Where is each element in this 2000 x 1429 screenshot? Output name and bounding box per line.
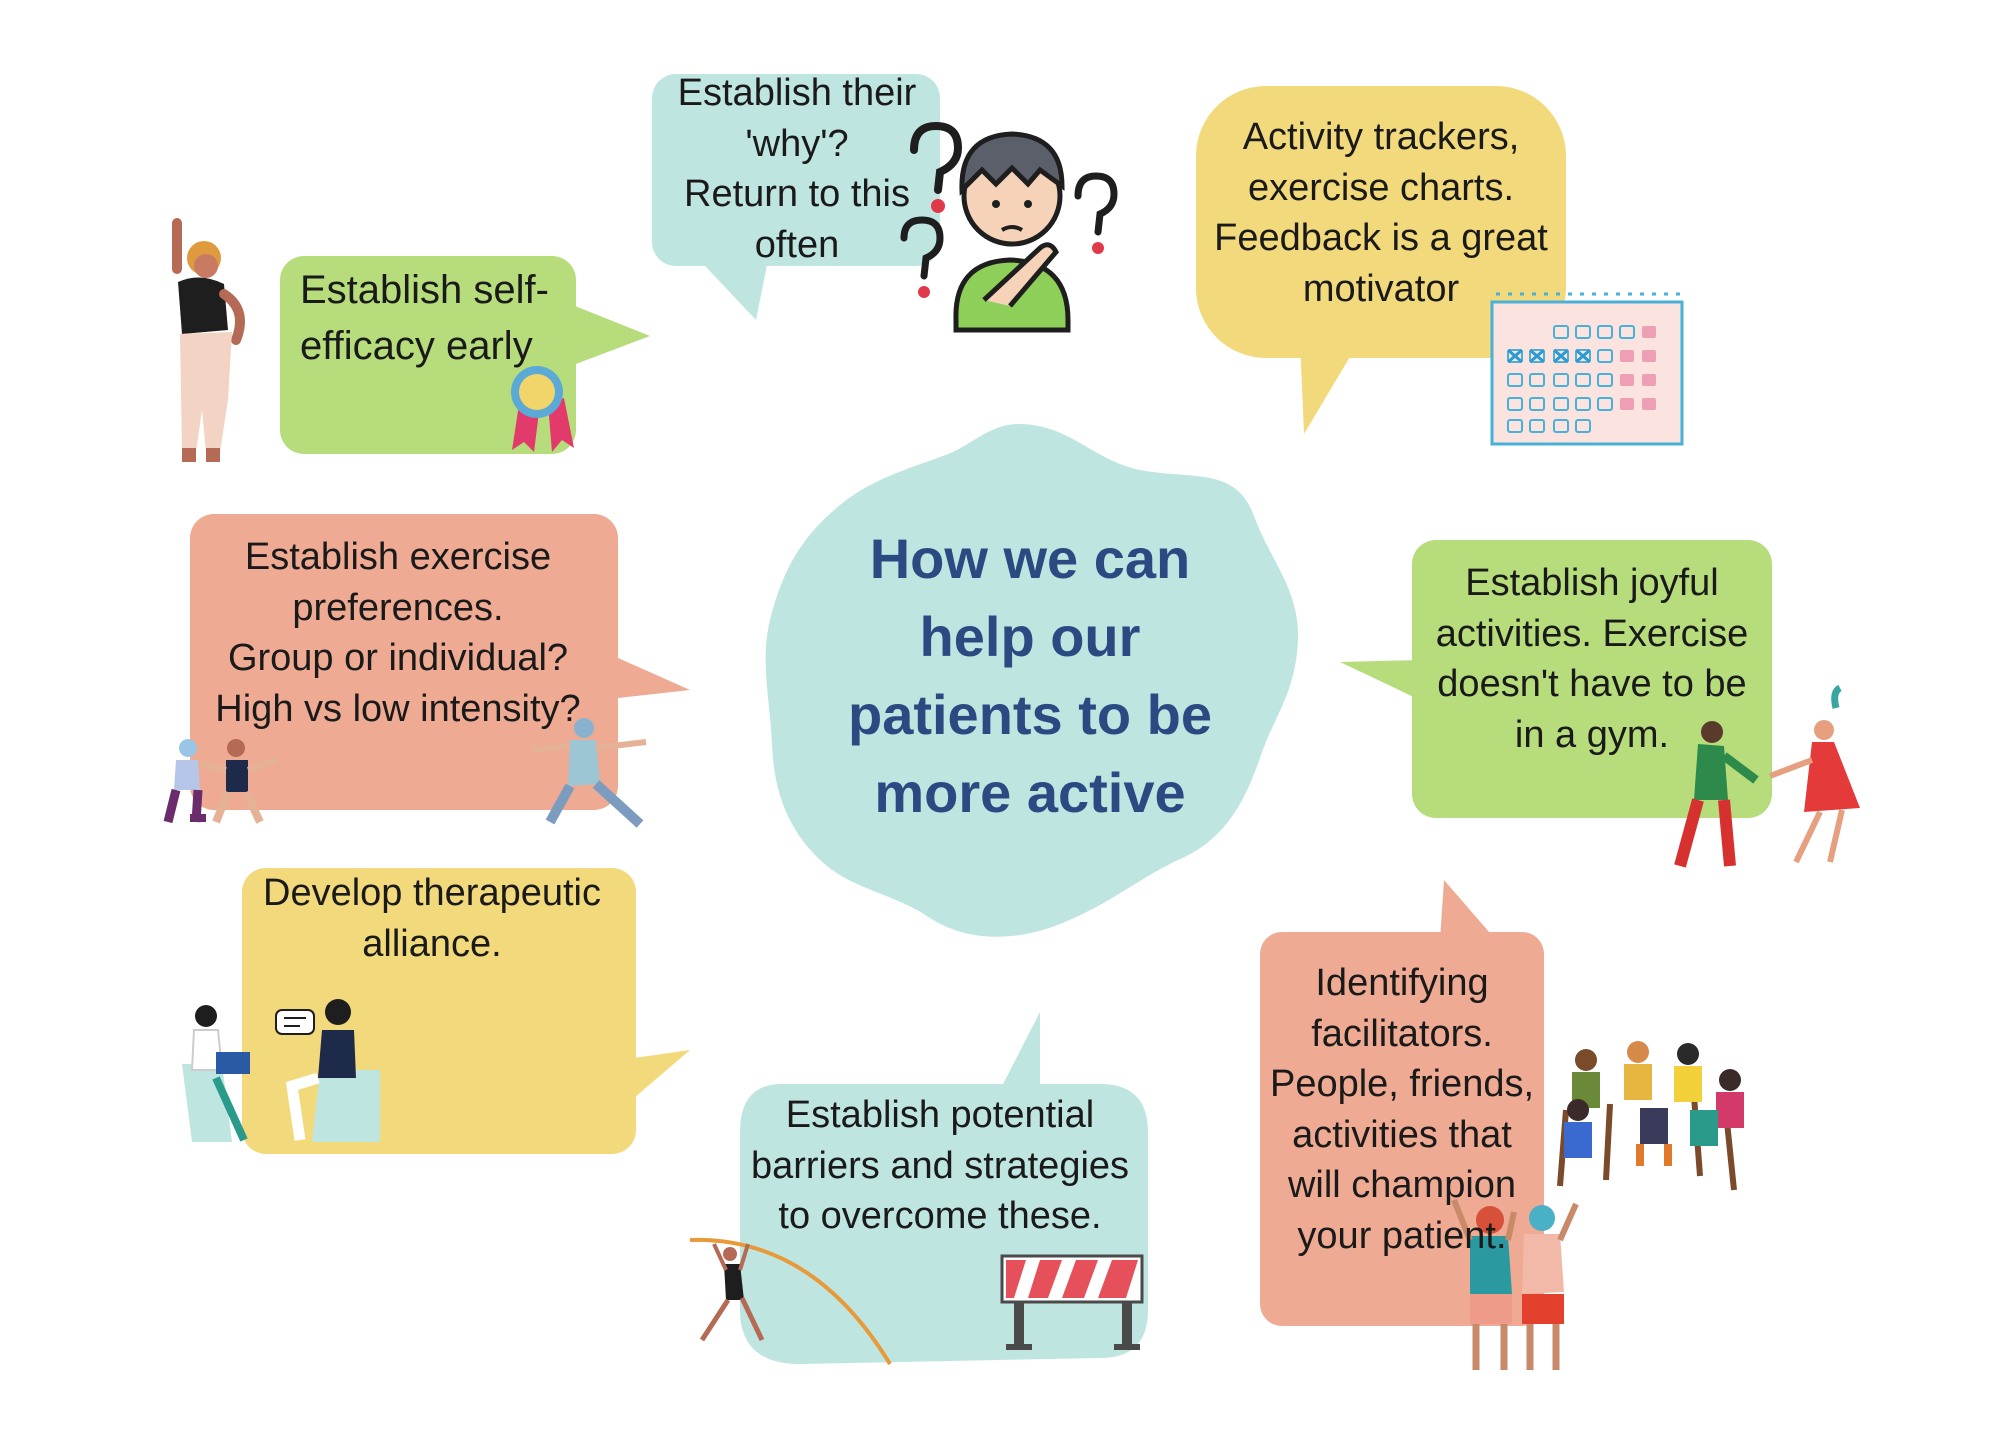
bubble-why <box>652 74 940 320</box>
roadblock-barrier-icon <box>1000 1254 1144 1350</box>
bubble-text-preferences: Establish exercise preferences. Group or… <box>215 536 581 730</box>
calendar-icon <box>1490 292 1684 446</box>
bubble-self-efficacy <box>280 256 650 454</box>
bubble-text-alliance: Develop therapeutic alliance. <box>263 872 601 965</box>
bubble-preferences <box>190 514 690 810</box>
cheering-women-illustration <box>1451 1198 1579 1370</box>
therapist-patient-illustration <box>182 999 380 1142</box>
award-ribbon-icon <box>511 366 574 452</box>
thinking-boy-question-marks-icon <box>900 121 1118 333</box>
lunging-man-illustration <box>531 718 647 828</box>
bubble-text-joyful: Establish joyful activities. Exercise do… <box>1435 562 1749 756</box>
dancing-couple-illustration <box>1674 684 1860 868</box>
center-title: How we can help our patients to be more … <box>847 527 1213 824</box>
bubble-text-barriers: Establish potential barriers and strateg… <box>750 1094 1130 1237</box>
bubble-facilitators <box>1260 880 1544 1326</box>
woman-flexing-illustration <box>172 218 245 462</box>
bubble-text-self-efficacy: Establish self- efficacy early <box>300 268 549 368</box>
bubble-text-why: Establish their 'why'? Return to this of… <box>677 72 917 266</box>
bubble-trackers <box>1196 86 1566 434</box>
center-hub-shape <box>765 424 1299 937</box>
pole-vaulter-illustration <box>689 1237 892 1366</box>
exercising-people-illustration <box>163 739 278 824</box>
bubble-joyful <box>1340 540 1772 818</box>
bubble-text-trackers: Activity trackers, exercise charts. Feed… <box>1214 116 1548 310</box>
support-group-illustration <box>1557 1041 1744 1191</box>
bubble-text-facilitators: Identifying facilitators. People, friend… <box>1269 962 1535 1257</box>
